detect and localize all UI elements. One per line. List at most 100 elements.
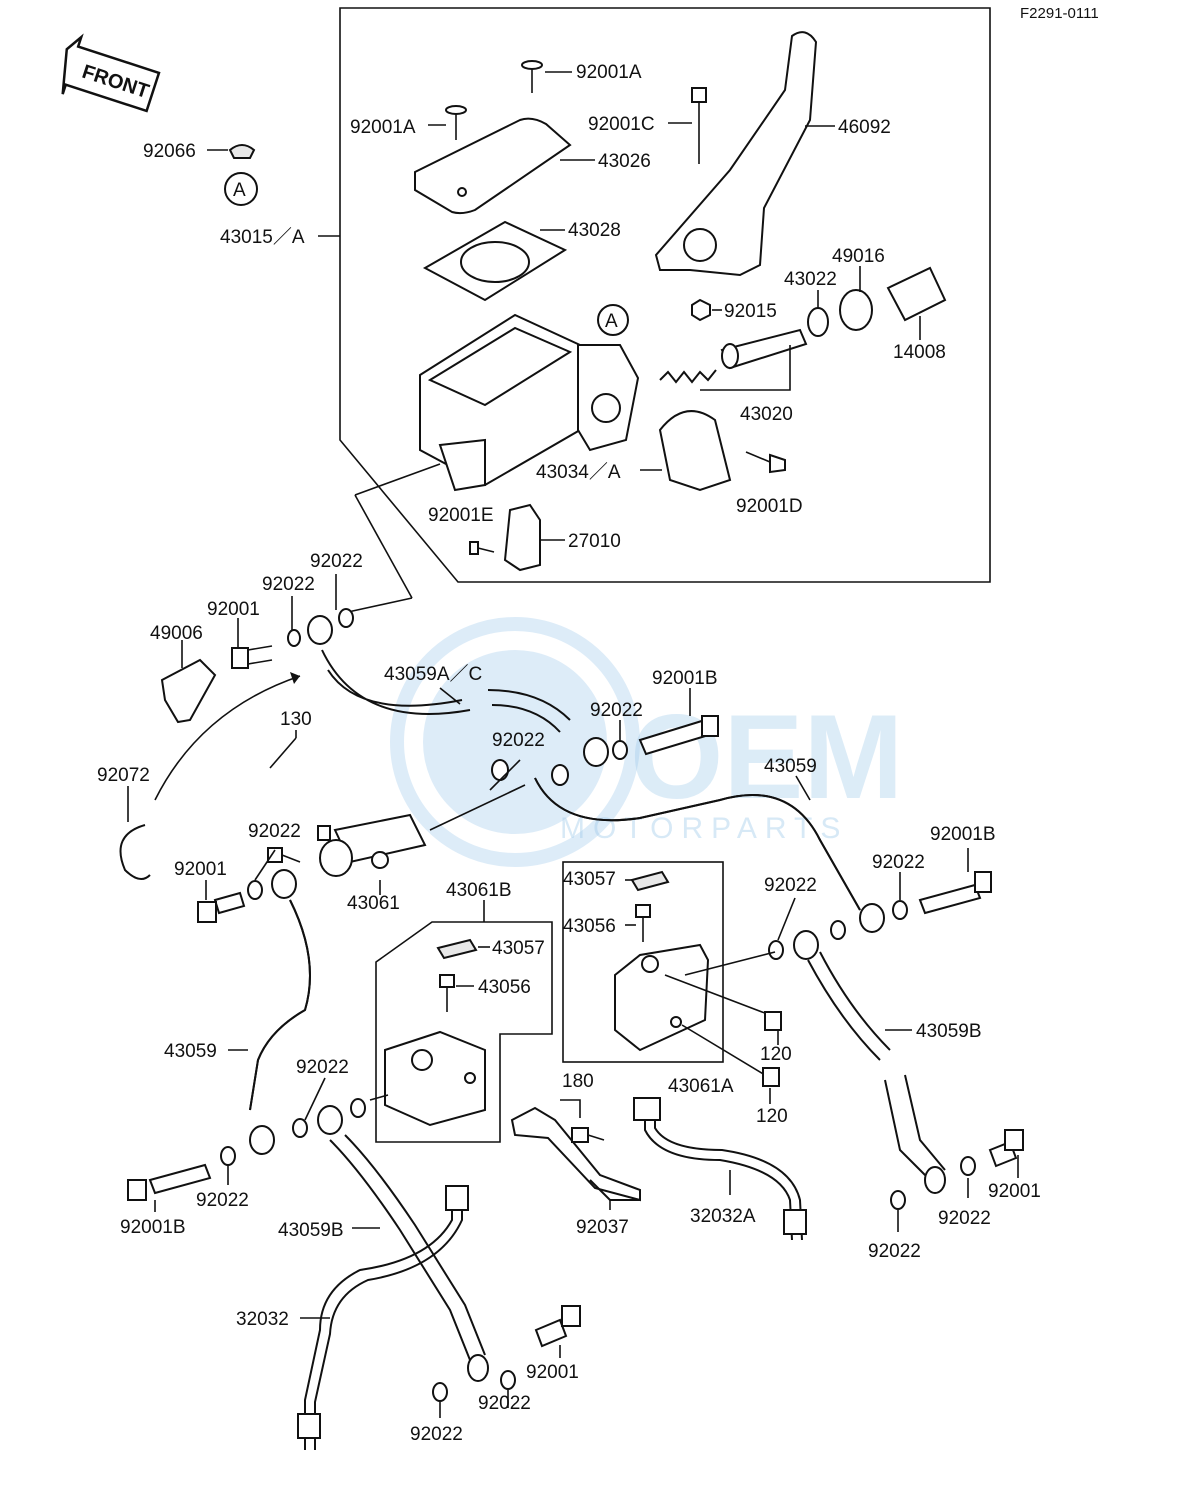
- callout-92022-i: 92022: [196, 1190, 249, 1211]
- hose-43059-left: [249, 899, 311, 1111]
- callout-43059-right: 43059: [764, 756, 817, 777]
- screw-92001e: [469, 541, 495, 555]
- nut-92015: [691, 298, 711, 322]
- banjo-bolt-92001b-bottom: [127, 1163, 212, 1201]
- callout-92022-h: 92022: [296, 1057, 349, 1078]
- ref-a-circle-left: [224, 172, 258, 206]
- callout-92001a-left: 92001A: [350, 117, 416, 138]
- master-cylinder-body: [419, 313, 640, 492]
- callout-43020: 43020: [740, 404, 793, 425]
- ref-a-label-left: A: [233, 180, 246, 201]
- callout-92066: 92066: [143, 141, 196, 162]
- callout-32032: 32032: [236, 1309, 289, 1330]
- callout-43059b-left: 43059B: [278, 1220, 344, 1241]
- callout-92001-top: 92001: [207, 599, 260, 620]
- watermark-sub: MOTORPARTS: [560, 812, 848, 845]
- callout-92001d: 92001D: [736, 496, 803, 517]
- callout-120-a: 120: [760, 1044, 792, 1065]
- callout-92001-bottom: 92001: [526, 1362, 579, 1383]
- watermark-brand: OEM: [630, 690, 903, 824]
- callout-120-b: 120: [756, 1106, 788, 1127]
- seal-49016: [839, 289, 873, 331]
- ref-a-circle-right: A: [605, 311, 618, 332]
- callout-92072: 92072: [97, 765, 150, 786]
- callout-43056-b: 43056: [478, 977, 531, 998]
- callout-92001-left: 92001: [174, 859, 227, 880]
- callout-92001b-top: 92001B: [652, 668, 718, 689]
- pivot-bolt-92001c: [691, 87, 707, 164]
- watermark: OEM MOTORPARTS: [390, 617, 903, 867]
- callout-92001a-top: 92001A: [576, 62, 642, 83]
- banjo-bolt-92001-left: [197, 869, 297, 923]
- callout-27010: 27010: [568, 531, 621, 552]
- callout-46092: 46092: [838, 117, 891, 138]
- splitter-43061: [267, 813, 427, 877]
- callout-180: 180: [562, 1071, 594, 1092]
- callout-43022: 43022: [784, 269, 837, 290]
- circlip-92072: [119, 824, 151, 880]
- callout-92022-l: 92022: [478, 1393, 531, 1414]
- callout-32032a: 32032A: [690, 1206, 756, 1227]
- callout-43056-a: 43056: [563, 916, 616, 937]
- callout-43028: 43028: [568, 220, 621, 241]
- hose-43059b-left: [329, 1134, 486, 1361]
- front-arrow: FRONT: [61, 33, 161, 113]
- callout-92022-d: 92022: [492, 730, 545, 751]
- callout-49006: 49006: [150, 623, 203, 644]
- callout-92022-c: 92022: [590, 700, 643, 721]
- callout-92001e: 92001E: [428, 505, 494, 526]
- callout-43026: 43026: [598, 151, 651, 172]
- callout-92015: 92015: [724, 301, 777, 322]
- callout-92037: 92037: [576, 1217, 629, 1238]
- banjo-bolt-92001b-top: [583, 715, 719, 767]
- washer-43022: [807, 307, 829, 337]
- callout-43059b-right: 43059B: [916, 1021, 982, 1042]
- callout-43061: 43061: [347, 893, 400, 914]
- callout-92022-f: 92022: [872, 852, 925, 873]
- callout-43015a: 43015／A: [220, 226, 305, 248]
- hose-43059b-right: [807, 951, 891, 1061]
- drawing-code: F2291-0111: [1020, 5, 1099, 22]
- callout-43059ac: 43059A／C: [384, 663, 482, 685]
- callout-92001c: 92001C: [588, 114, 655, 135]
- master-cylinder-box: [339, 7, 991, 583]
- banjo-bolt-92001-bottom: [534, 1305, 581, 1348]
- reservoir-cap: [414, 117, 572, 215]
- banjo-bolt-92001-right: [988, 1129, 1024, 1168]
- connector-block-left: [384, 1030, 486, 1127]
- callout-92022-m: 92022: [410, 1424, 463, 1445]
- banjo-bolt-92001b-right: [859, 871, 992, 933]
- callout-92001-right: 92001: [988, 1181, 1041, 1202]
- hose-43059ac: [321, 649, 471, 715]
- bracket-92037: [510, 1106, 641, 1202]
- boot-49006: [160, 658, 217, 724]
- callout-92022-a: 92022: [310, 551, 363, 572]
- clip-43057-right: [630, 870, 670, 892]
- callout-92022-j: 92022: [938, 1208, 991, 1229]
- piston-43020: [659, 328, 808, 384]
- screw-92001a-top: [521, 60, 543, 93]
- screw-43056-left: [439, 974, 455, 1012]
- callout-43057-b: 43057: [492, 938, 545, 959]
- clip-43057-left: [436, 938, 478, 960]
- pipe-32032a: [644, 1110, 803, 1241]
- bolt-92001d: [745, 451, 786, 474]
- screw-92001a-left: [445, 105, 467, 140]
- callout-43034a: 43034／A: [536, 461, 621, 483]
- bolt-120-a: [764, 1011, 782, 1031]
- box-43061b: [375, 921, 553, 1143]
- callout-43059-left: 43059: [164, 1041, 217, 1062]
- box-43061a: [562, 861, 724, 1063]
- callout-43061a: 43061A: [668, 1076, 734, 1097]
- connector-block-right: [614, 943, 710, 1052]
- callout-49016: 49016: [832, 246, 885, 267]
- switch-27010: [503, 503, 541, 572]
- callout-130: 130: [280, 709, 312, 730]
- callout-92001b-right: 92001B: [930, 824, 996, 845]
- callout-43057-a: 43057: [563, 869, 616, 890]
- banjo-fitting-top: [231, 608, 354, 669]
- screw-43056-right: [635, 904, 651, 942]
- brake-lever: [654, 31, 818, 277]
- cap-92066: [228, 144, 256, 159]
